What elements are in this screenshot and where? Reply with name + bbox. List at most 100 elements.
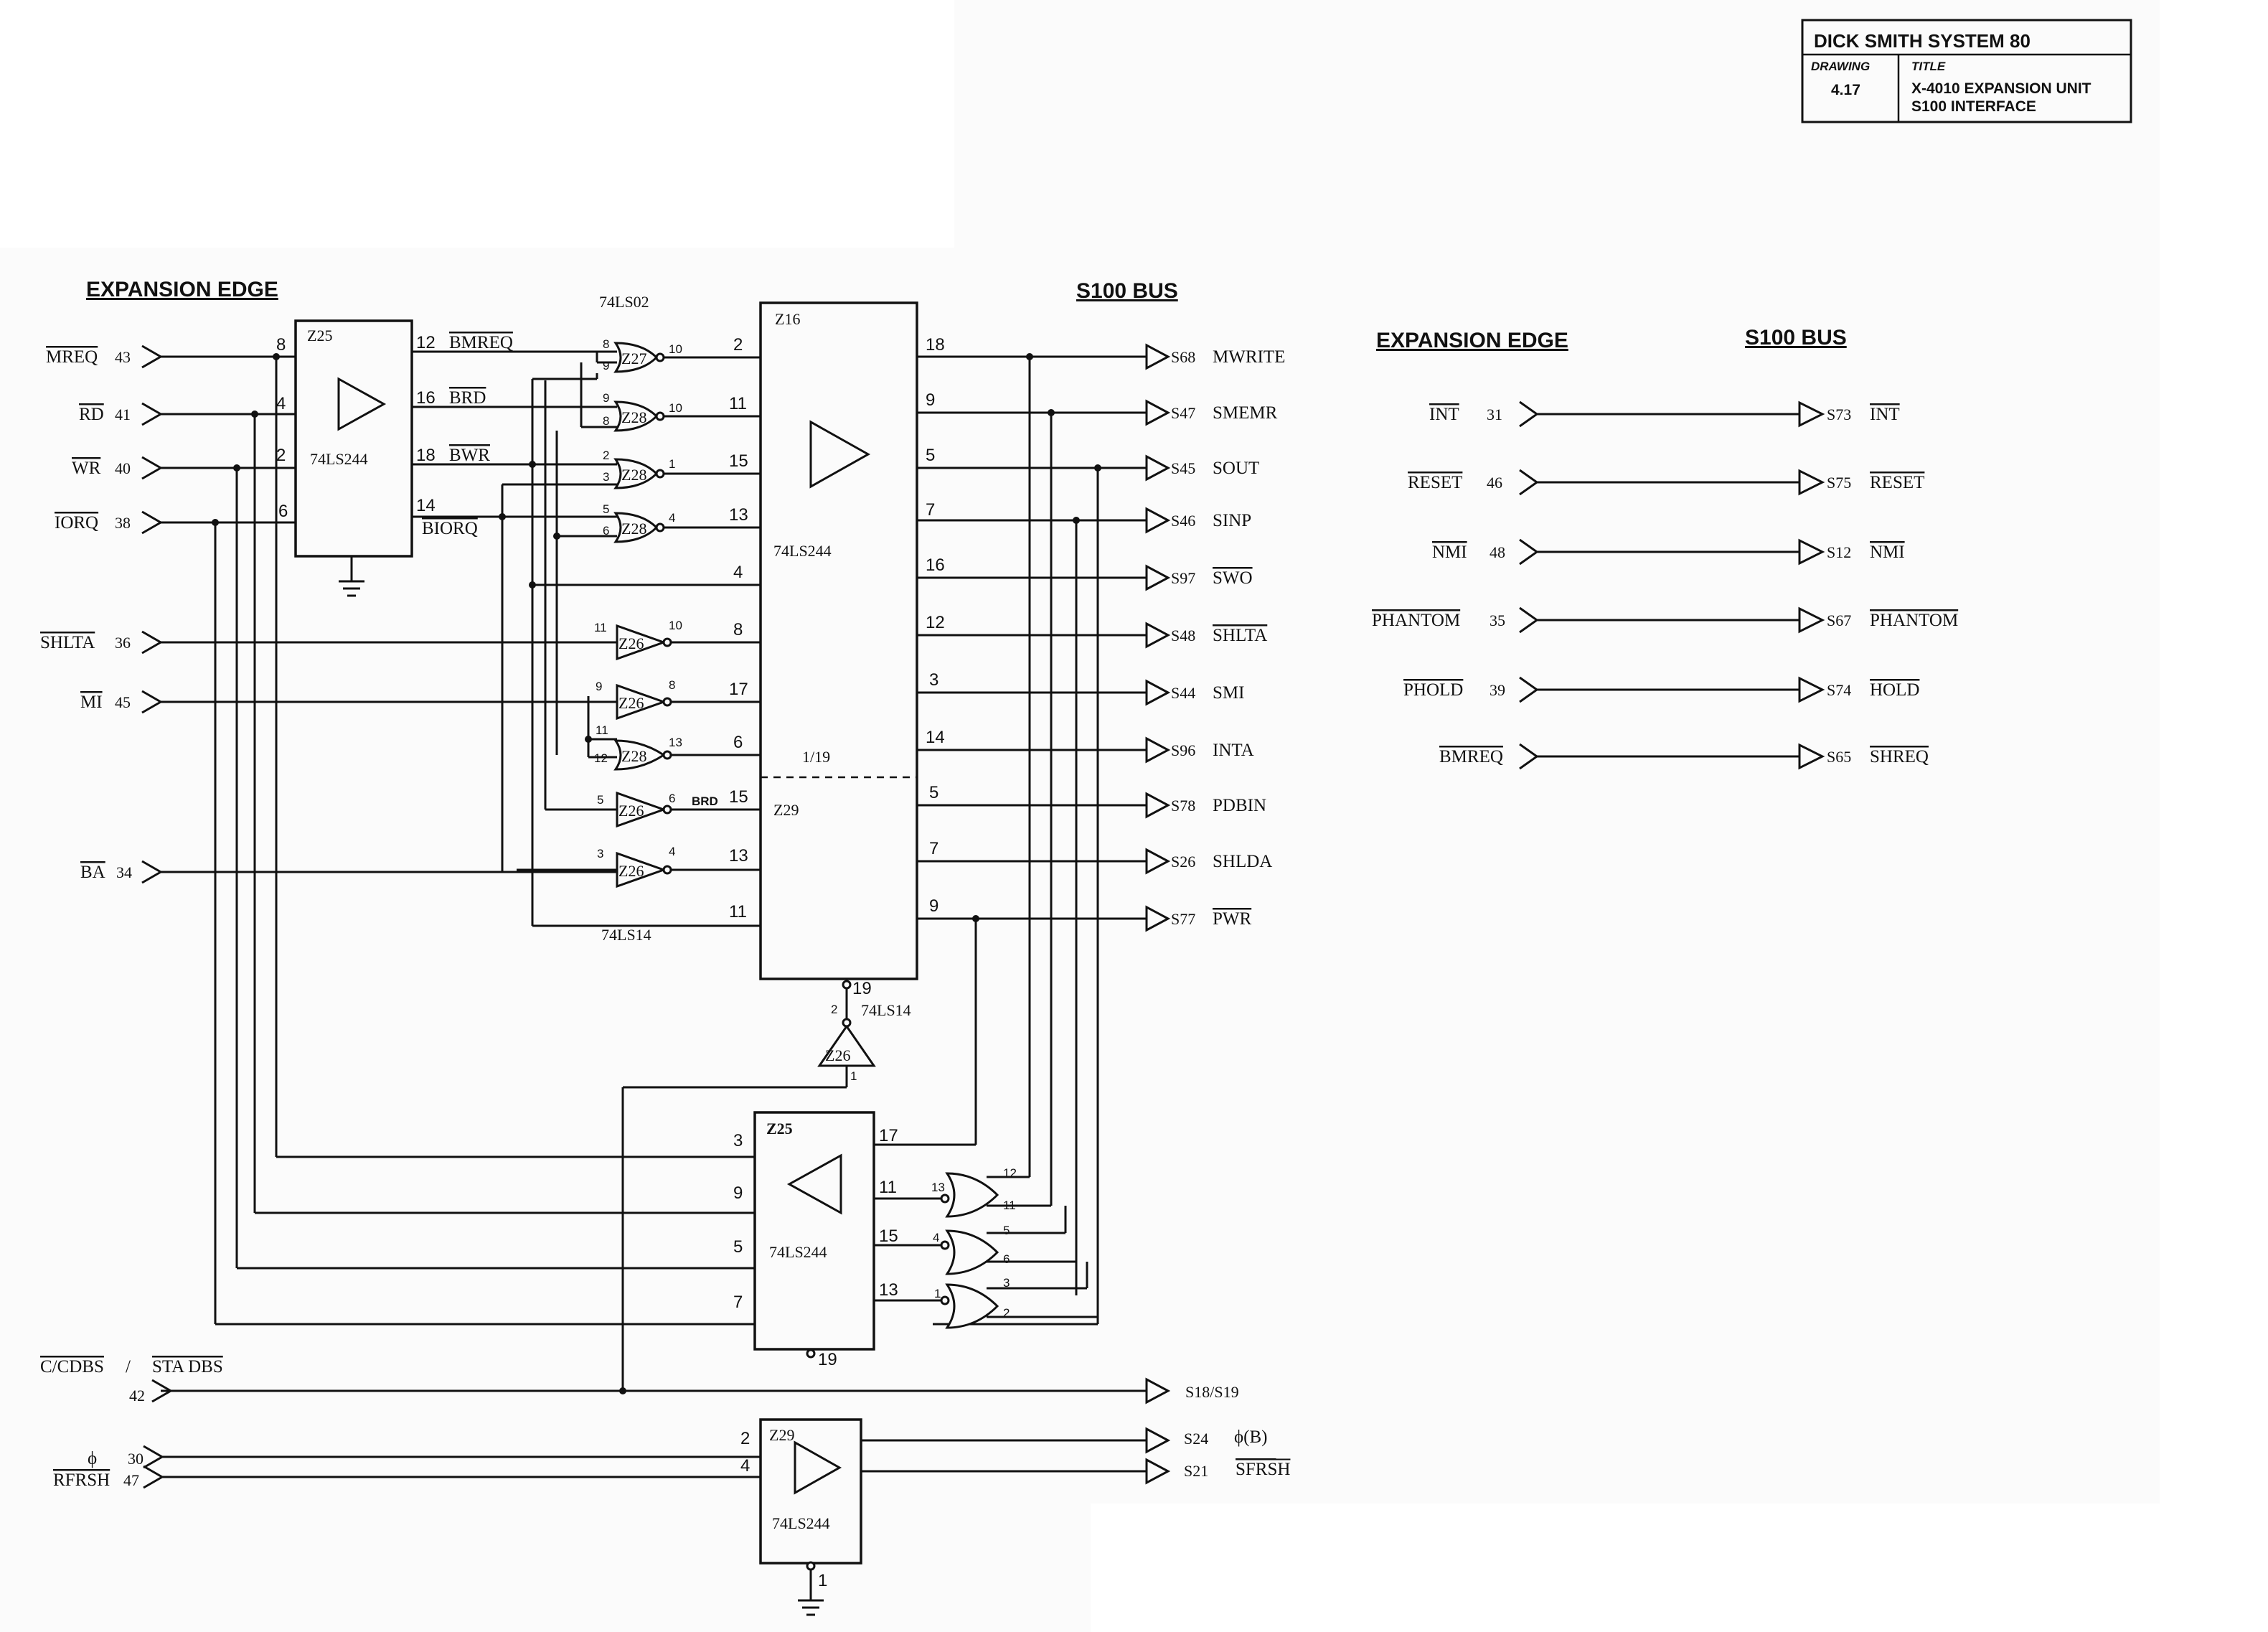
z16-out-pin: 7 [926,500,935,520]
gate-z26: Z26 [618,862,644,880]
right-bus-s67: S67 [1827,611,1851,629]
input-rd-pin: 41 [115,405,131,423]
enable-inverter: 19 2 1 Z26 74LS14 [817,979,911,1083]
z25-top-type: 74LS244 [310,450,368,468]
gate-z26: Z26 [618,694,644,712]
bus-s96: S96 [1171,741,1195,759]
bus-s45: S45 [1171,459,1195,477]
z29-mid-label: Z29 [773,801,799,819]
z16-in-pin: 8 [733,620,743,639]
right-edge-pin: 39 [1490,681,1505,699]
title-block: DICK SMITH SYSTEM 80 DRAWING 4.17 TITLE … [1801,19,2132,123]
z25-bottom-type: 74LS244 [769,1243,827,1261]
z29-in-pin: 2 [740,1429,750,1448]
bus-s24: S24 [1184,1430,1208,1448]
z25-in-pin: 4 [276,394,286,413]
stadbs-label: STA DBS [152,1357,223,1377]
right-bus-nmi: NMI [1870,543,1905,562]
z16-in-pin: 2 [733,335,743,355]
z16-in-pin: 15 [729,787,748,807]
ls14-bottom-label: 74LS14 [601,926,651,944]
gate-z26: Z26 [618,802,644,820]
pin: 8 [603,414,609,428]
z25-in-pin: 8 [276,335,286,355]
pin: 10 [669,342,682,356]
bus-s26: S26 [1171,853,1195,871]
pin: 6 [603,524,609,538]
nor-pin: 12 [1003,1166,1017,1180]
bus-mwrite: MWRITE [1213,347,1285,367]
z25-out-bwr: BWR [449,446,490,465]
pin: 11 [596,723,608,737]
pin: 10 [669,401,682,415]
brd-label: BRD [692,794,718,808]
ls02-label: 74LS02 [599,293,649,311]
pin: 12 [594,751,608,765]
z25-in-pin: 6 [278,502,288,521]
nor-pin: 13 [931,1181,945,1194]
z25b-in-pin: 5 [733,1237,743,1257]
bus-s68: S68 [1171,348,1195,366]
z16-out-pin: 5 [926,446,935,465]
pin: 4 [669,845,675,858]
title-line1: X-4010 EXPANSION UNIT [1911,80,2091,97]
right-edge-pin: 31 [1487,405,1502,423]
z25b-enable-pin: 19 [818,1350,837,1369]
pin: 5 [597,793,603,807]
rfrsh-label: RFRSH [53,1471,110,1490]
right-edge-nmi: NMI [1432,543,1467,562]
right-bus-s12: S12 [1827,543,1851,561]
chip-z16: Z16 74LS244 1/19 Z29 2 11 15 13 4 8 17 6… [729,301,918,980]
chip-z25-bottom: Z25 74LS244 3 9 5 7 17 11 15 13 19 [733,1111,898,1369]
junction-dots [212,353,1101,1394]
bus-s46: S46 [1171,512,1195,530]
title-company: DICK SMITH SYSTEM 80 [1814,30,2031,52]
pin: 10 [669,619,682,632]
right-bus-reset: RESET [1870,473,1924,492]
header-expansion-edge-right: EXPANSION EDGE [1376,329,1568,352]
input-shlta-pin: 36 [115,634,131,652]
inv-z26-label: Z26 [825,1046,850,1064]
z25-in-pin: 2 [276,446,286,465]
bus-pdbin: PDBIN [1213,796,1266,815]
nor-gates-bottom: 13 12 11 4 5 6 1 3 2 [931,1166,1017,1329]
pin: 9 [596,680,602,693]
z16-out-pin: 7 [929,839,938,858]
gate-z28: Z28 [621,747,646,765]
z25b-out-pin: 13 [879,1280,898,1300]
inv-out-pin: 2 [831,1003,837,1016]
z25-out-biorq: BIORQ [422,519,478,538]
bus-s47: S47 [1171,404,1195,422]
nor-pin: 11 [1003,1199,1016,1212]
gate-labels: Z27 Z28 Z28 Z28 Z26 Z26 Z28 Z26 Z26 8 9 … [594,337,718,880]
right-edge-phantom: PHANTOM [1372,611,1460,630]
bus-sfrsh: SFRSH [1236,1460,1290,1479]
chip-z29-bottom: Z29 74LS244 2 4 1 S24 ϕ(B) S21 SFRSH [740,1418,1290,1590]
drawing-label: DRAWING [1811,60,1870,73]
right-bus-shreq: SHREQ [1870,747,1929,766]
input-mreq-pin: 43 [115,348,131,366]
z25-top-label: Z25 [307,327,332,344]
cdbs-pin: 42 [129,1387,145,1404]
z16-in-pin: 11 [729,394,747,413]
gate-z28: Z28 [621,466,646,484]
z25-out-brd: BRD [449,388,486,408]
cdbs-label: C/CDBS [40,1357,104,1377]
rfrsh-pin: 47 [123,1471,139,1489]
input-mi-pin: 45 [115,693,131,711]
pin: 4 [669,511,675,525]
right-bus-s75: S75 [1827,474,1851,492]
wires [161,350,1147,1616]
input-shlta: SHLTA [40,633,95,652]
z25-out-pin: 14 [416,496,436,515]
input-wr: WR [72,459,101,478]
chip-z25-top: Z25 74LS244 8 4 2 6 12 BMREQ 16 BRD 18 B… [276,319,513,558]
phi-pin: 30 [128,1450,143,1468]
title-line2: S100 INTERFACE [1911,98,2036,115]
z25b-in-pin: 7 [733,1293,743,1312]
z16-out-pin: 14 [926,728,945,747]
input-iorq-pin: 38 [115,514,131,532]
z16-in-pin: 11 [729,902,747,921]
z25b-in-pin: 9 [733,1183,743,1203]
